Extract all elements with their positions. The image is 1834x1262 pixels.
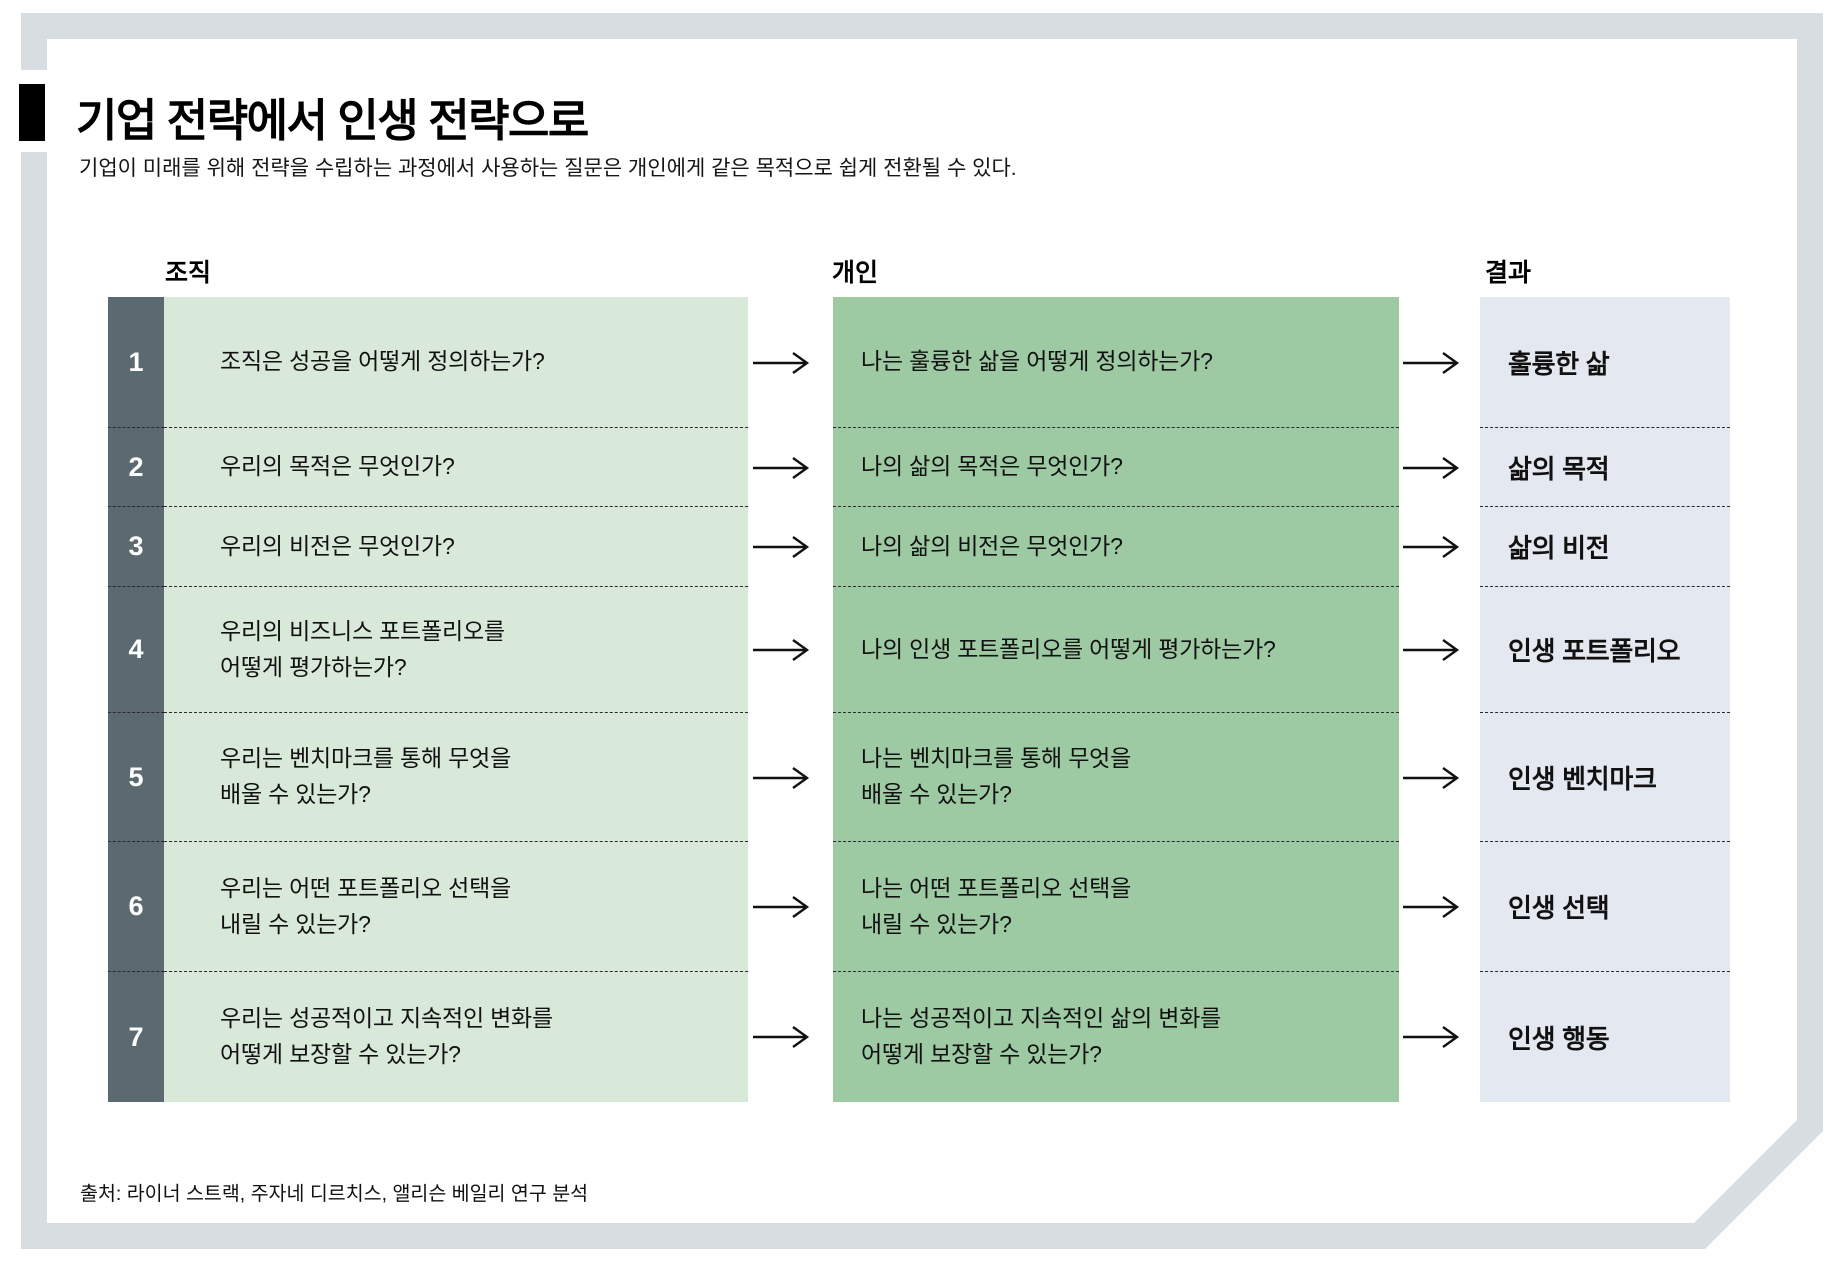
arrow-gap — [748, 842, 833, 972]
row-number: 1 — [108, 297, 164, 428]
individual-question: 나는 훌륭한 삶을 어떻게 정의하는가? — [833, 297, 1399, 428]
arrow-right-icon — [1403, 639, 1460, 661]
row-number: 4 — [108, 587, 164, 713]
table-row: 4 우리의 비즈니스 포트폴리오를 어떻게 평가하는가? 나의 인생 포트폴리오… — [108, 587, 1730, 713]
arrow-gap — [748, 587, 833, 713]
row-number: 7 — [108, 972, 164, 1102]
arrow-right-icon — [753, 1026, 810, 1048]
table-row: 2 우리의 목적은 무엇인가? 나의 삶의 목적은 무엇인가? 삶의 목적 — [108, 428, 1730, 507]
individual-question: 나는 성공적이고 지속적인 삶의 변화를 어떻게 보장할 수 있는가? — [833, 972, 1399, 1102]
individual-question: 나는 어떤 포트폴리오 선택을 내릴 수 있는가? — [833, 842, 1399, 972]
individual-question: 나의 삶의 비전은 무엇인가? — [833, 507, 1399, 587]
arrow-right-icon — [1403, 1026, 1460, 1048]
column-header-organization: 조직 — [165, 259, 212, 287]
result-label: 삶의 목적 — [1480, 428, 1730, 507]
result-label: 훌륭한 삶 — [1480, 297, 1730, 428]
arrow-gap — [1399, 972, 1480, 1102]
arrow-right-icon — [753, 456, 810, 479]
arrow-right-icon — [753, 639, 810, 661]
arrow-gap — [748, 713, 833, 842]
arrow-gap — [1399, 842, 1480, 972]
row-number: 6 — [108, 842, 164, 972]
result-label: 인생 행동 — [1480, 972, 1730, 1102]
arrow-gap — [1399, 297, 1480, 428]
arrow-gap — [748, 507, 833, 587]
organization-question: 우리는 어떤 포트폴리오 선택을 내릴 수 있는가? — [164, 842, 748, 972]
arrow-gap — [748, 297, 833, 428]
arrow-right-icon — [753, 766, 810, 789]
arrow-gap — [748, 972, 833, 1102]
organization-question: 우리의 비즈니스 포트폴리오를 어떻게 평가하는가? — [164, 587, 748, 713]
arrow-right-icon — [1403, 766, 1460, 789]
arrow-right-icon — [1403, 351, 1460, 374]
source-note: 출처: 라이너 스트랙, 주자네 디르치스, 앨리슨 베일리 연구 분석 — [80, 1183, 589, 1205]
organization-question: 우리의 목적은 무엇인가? — [164, 428, 748, 507]
arrow-gap — [748, 428, 833, 507]
page-subtitle: 기업이 미래를 위해 전략을 수립하는 과정에서 사용하는 질문은 개인에게 같… — [79, 157, 1017, 180]
table-row: 7 우리는 성공적이고 지속적인 변화를 어떻게 보장할 수 있는가? 나는 성… — [108, 972, 1730, 1102]
row-number: 2 — [108, 428, 164, 507]
result-label: 인생 벤치마크 — [1480, 713, 1730, 842]
arrow-right-icon — [1403, 456, 1460, 479]
arrow-gap — [1399, 428, 1480, 507]
table-row: 5 우리는 벤치마크를 통해 무엇을 배울 수 있는가? 나는 벤치마크를 통해… — [108, 713, 1730, 842]
arrow-right-icon — [1403, 536, 1460, 558]
arrow-right-icon — [753, 896, 810, 918]
arrow-right-icon — [1403, 896, 1460, 918]
individual-question: 나의 삶의 목적은 무엇인가? — [833, 428, 1399, 507]
result-label: 인생 선택 — [1480, 842, 1730, 972]
arrow-gap — [1399, 507, 1480, 587]
table-row: 6 우리는 어떤 포트폴리오 선택을 내릴 수 있는가? 나는 어떤 포트폴리오… — [108, 842, 1730, 972]
column-header-individual: 개인 — [832, 259, 879, 287]
individual-question: 나의 인생 포트폴리오를 어떻게 평가하는가? — [833, 587, 1399, 713]
row-number: 3 — [108, 507, 164, 587]
result-label: 인생 포트폴리오 — [1480, 587, 1730, 713]
result-label: 삶의 비전 — [1480, 507, 1730, 587]
column-header-result: 결과 — [1485, 259, 1532, 287]
organization-question: 조직은 성공을 어떻게 정의하는가? — [164, 297, 748, 428]
title-marker-block — [19, 84, 45, 141]
strategy-table: 1 조직은 성공을 어떻게 정의하는가? 나는 훌륭한 삶을 어떻게 정의하는가… — [108, 297, 1730, 1102]
arrow-right-icon — [753, 351, 810, 374]
individual-question: 나는 벤치마크를 통해 무엇을 배울 수 있는가? — [833, 713, 1399, 842]
organization-question: 우리는 벤치마크를 통해 무엇을 배울 수 있는가? — [164, 713, 748, 842]
table-row: 1 조직은 성공을 어떻게 정의하는가? 나는 훌륭한 삶을 어떻게 정의하는가… — [108, 297, 1730, 428]
table-row: 3 우리의 비전은 무엇인가? 나의 삶의 비전은 무엇인가? 삶의 비전 — [108, 507, 1730, 587]
arrow-right-icon — [753, 536, 810, 558]
arrow-gap — [1399, 713, 1480, 842]
organization-question: 우리는 성공적이고 지속적인 변화를 어떻게 보장할 수 있는가? — [164, 972, 748, 1102]
organization-question: 우리의 비전은 무엇인가? — [164, 507, 748, 587]
row-number: 5 — [108, 713, 164, 842]
page-title: 기업 전략에서 인생 전략으로 — [76, 95, 589, 146]
arrow-gap — [1399, 587, 1480, 713]
